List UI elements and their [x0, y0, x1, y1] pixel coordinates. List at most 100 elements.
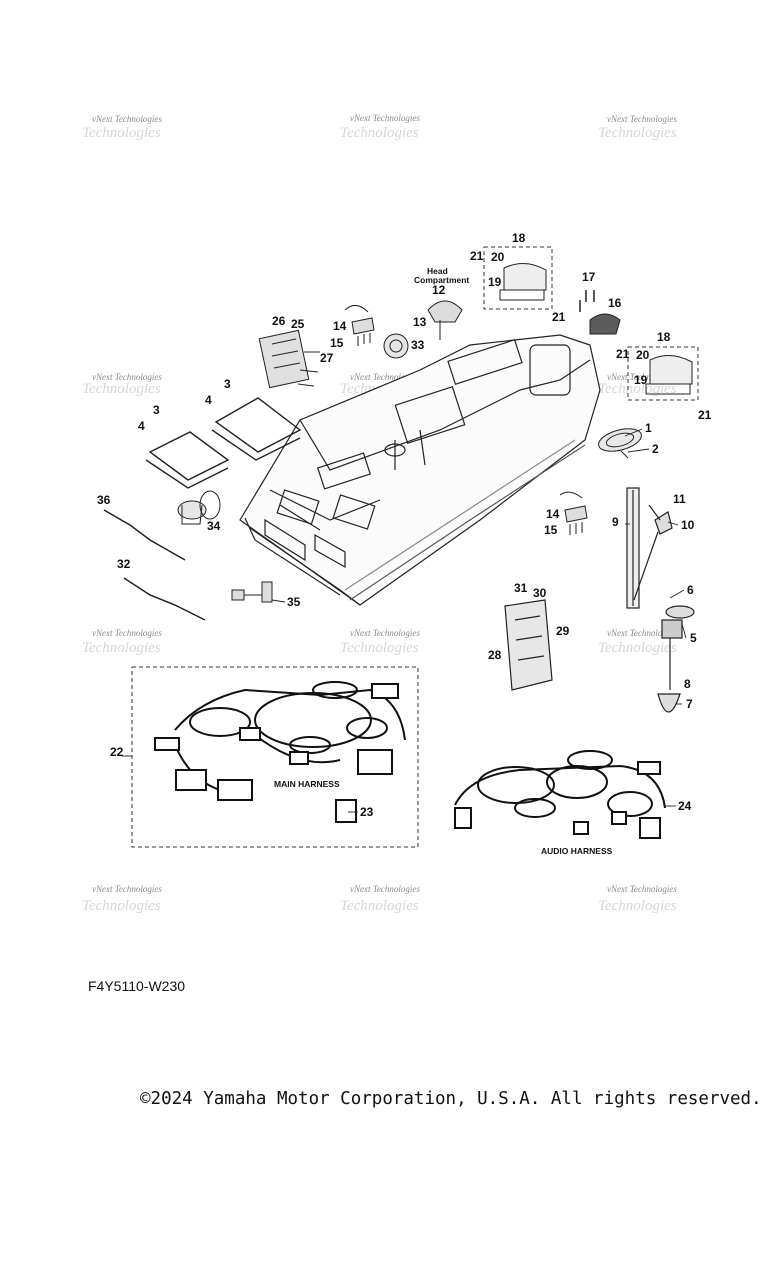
watermark: Technologies vNext Technologies — [598, 628, 677, 656]
callout-16: 16 — [608, 296, 622, 310]
callout-14: 14 — [333, 319, 347, 333]
diagram-code: F4Y5110-W230 — [88, 978, 186, 994]
callout-15: 15 — [544, 523, 558, 537]
callout-33: 33 — [411, 338, 425, 352]
callout-24: 24 — [678, 799, 692, 813]
screws-part — [579, 290, 595, 312]
callout-18: 18 — [657, 330, 671, 344]
svg-text:vNext Technologies: vNext Technologies — [607, 372, 677, 382]
svg-text:vNext Technologies: vNext Technologies — [92, 884, 162, 894]
callout-25: 25 — [291, 317, 305, 331]
callout-20: 20 — [636, 348, 650, 362]
svg-text:Technologies: Technologies — [82, 898, 161, 914]
callout-15: 15 — [330, 336, 344, 350]
audio-harness-label: AUDIO HARNESS — [541, 846, 613, 856]
svg-text:vNext Technologies: vNext Technologies — [350, 372, 420, 382]
svg-text:vNext Technologies: vNext Technologies — [350, 628, 420, 638]
svg-text:Technologies: Technologies — [340, 898, 419, 914]
svg-text:Technologies: Technologies — [598, 381, 677, 397]
svg-text:Technologies: Technologies — [598, 898, 677, 914]
leader-lines — [122, 428, 687, 813]
callout-34: 34 — [207, 519, 221, 533]
callout-12: 12 — [432, 283, 446, 297]
callout-4: 4 — [138, 419, 145, 433]
svg-text:vNext Technologies: vNext Technologies — [607, 884, 677, 894]
callout-11: 11 — [673, 492, 686, 506]
main-harness-box — [131, 666, 419, 848]
speaker-grille-part — [598, 428, 642, 459]
svg-text:vNext Technologies: vNext Technologies — [92, 114, 162, 124]
callout-5: 5 — [690, 631, 697, 645]
callout-32: 32 — [117, 557, 131, 571]
callout-labels: 1 2 3 3 4 4 5 6 7 8 9 10 11 12 13 14 14 … — [97, 231, 712, 819]
svg-text:Technologies: Technologies — [598, 125, 677, 141]
callout-23: 23 — [360, 805, 374, 819]
boat-hull-illustration — [239, 334, 601, 606]
mounting-frames-part — [145, 397, 302, 489]
light-bracket-part — [344, 305, 588, 535]
callout-9: 9 — [612, 515, 619, 529]
callout-13: 13 — [413, 315, 427, 329]
svg-text:Technologies: Technologies — [340, 125, 419, 141]
callout-21: 21 — [552, 310, 566, 324]
round-switch-part — [383, 333, 409, 359]
svg-text:vNext Technologies: vNext Technologies — [92, 628, 162, 638]
courtesy-light-part — [499, 263, 693, 395]
callout-17: 17 — [582, 270, 596, 284]
copyright-notice: ©2024 Yamaha Motor Corporation, U.S.A. A… — [140, 1089, 762, 1109]
callout-21: 21 — [616, 347, 630, 361]
callout-8: 8 — [684, 677, 691, 691]
callout-31: 31 — [514, 581, 528, 595]
callout-4: 4 — [205, 393, 212, 407]
callout-20: 20 — [491, 250, 505, 264]
watermark: Technologies vNext Technologies — [598, 884, 677, 914]
watermark: Technologies vNext Technologies — [82, 884, 162, 914]
head-compartment-note-line1: Head — [427, 266, 448, 276]
main-harness-part — [154, 681, 406, 823]
callout-18: 18 — [512, 231, 526, 245]
callout-7: 7 — [686, 697, 693, 711]
callout-21: 21 — [470, 249, 484, 263]
svg-text:vNext Technologies: vNext Technologies — [350, 884, 420, 894]
callout-2: 2 — [652, 442, 659, 456]
head-compartment-note-line2: Compartment — [414, 275, 469, 285]
audio-harness-part — [454, 750, 666, 839]
control-module-part — [258, 329, 320, 389]
assembly-box-18 — [483, 246, 699, 401]
fuel-sender-part — [626, 487, 695, 713]
power-socket-part — [177, 490, 221, 525]
dome-light-part — [427, 300, 463, 340]
svg-text:Technologies: Technologies — [82, 125, 161, 141]
svg-text:Technologies: Technologies — [598, 640, 677, 656]
callout-27: 27 — [320, 351, 334, 365]
callout-26: 26 — [272, 314, 286, 328]
callout-10: 10 — [681, 518, 695, 532]
sensor-part — [231, 581, 273, 603]
watermark: Technologies vNext Technologies — [82, 628, 162, 656]
callout-30: 30 — [533, 586, 547, 600]
callout-29: 29 — [556, 624, 570, 638]
svg-text:vNext Technologies: vNext Technologies — [607, 114, 677, 124]
callout-21: 21 — [698, 408, 712, 422]
usb-cable-part — [103, 509, 206, 621]
svg-text:vNext Technologies: vNext Technologies — [607, 628, 677, 638]
svg-text:Technologies: Technologies — [82, 381, 161, 397]
callout-3: 3 — [153, 403, 160, 417]
callout-35: 35 — [287, 595, 301, 609]
callout-6: 6 — [687, 583, 694, 597]
svg-text:Technologies: Technologies — [82, 640, 161, 656]
callout-14: 14 — [546, 507, 560, 521]
callout-19: 19 — [488, 275, 502, 289]
callout-19: 19 — [634, 373, 648, 387]
svg-text:vNext Technologies: vNext Technologies — [92, 372, 162, 382]
callout-28: 28 — [488, 648, 502, 662]
callout-3: 3 — [224, 377, 231, 391]
battery-bracket-part — [504, 599, 553, 691]
callout-1: 1 — [645, 421, 652, 435]
